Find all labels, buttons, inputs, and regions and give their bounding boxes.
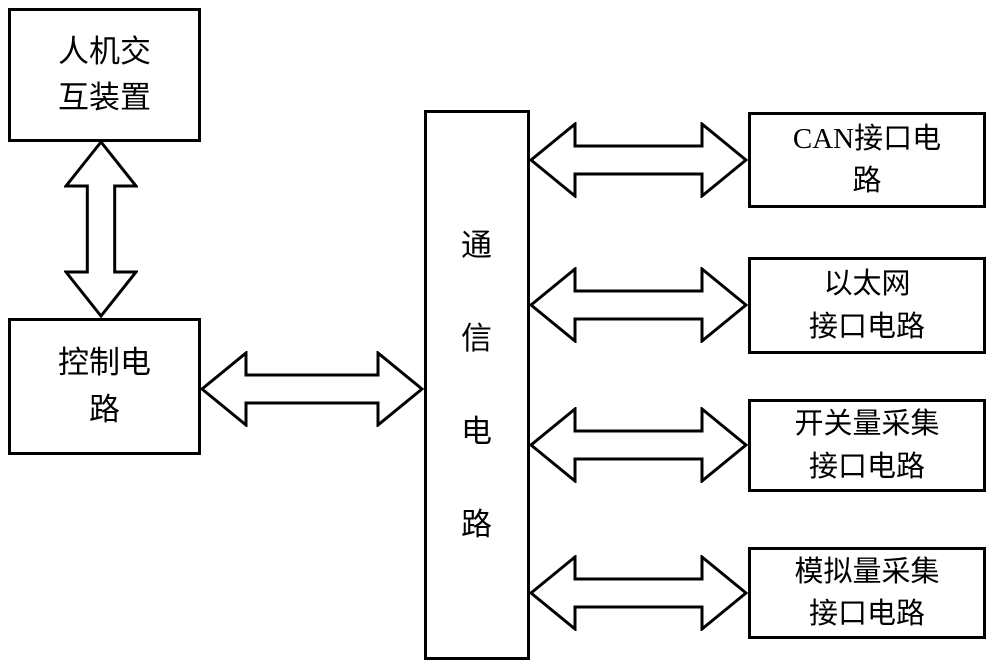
box-control-circuit: 控制电 路 [8,318,201,455]
box-human-machine-interface: 人机交 互装置 [8,8,201,142]
box-digital-acquisition-interface-circuit: 开关量采集 接口电路 [748,399,986,492]
double-arrow-comm-ethernet-icon [529,267,748,343]
double-arrow-control-comm-icon [200,351,424,427]
double-arrow-hmi-control-icon [64,140,138,318]
box-analog-acquisition-interface-circuit: 模拟量采集 接口电路 [748,547,986,639]
double-arrow-comm-can-icon [529,122,748,198]
box-can-interface-circuit: CAN接口电 路 [748,112,986,208]
box-communication-circuit: 通 信 电 路 [424,110,530,660]
double-arrow-comm-digital-icon [529,407,748,483]
double-arrow-comm-analog-icon [529,555,748,631]
box-ethernet-interface-circuit: 以太网 接口电路 [748,257,986,354]
